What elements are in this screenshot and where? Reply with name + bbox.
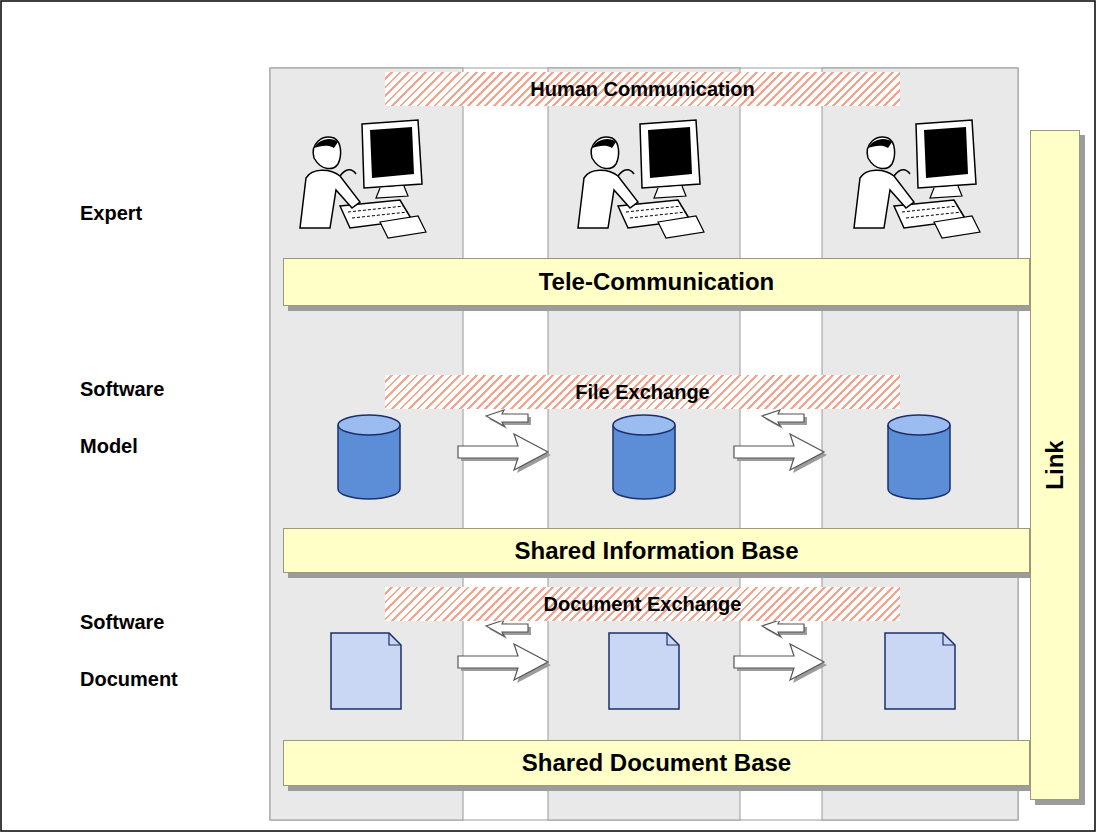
node-text: Tele-Communication (539, 268, 775, 296)
exchange-band: Document Exchange (385, 587, 900, 621)
row-label: Software Document (80, 594, 210, 708)
node-text: Link (1041, 440, 1069, 489)
shared-bar: Shared Document Base (283, 740, 1030, 786)
node-text: Document Exchange (544, 593, 742, 616)
shared-bar: Shared Information Base (283, 528, 1030, 573)
row-label: Expert (80, 185, 210, 242)
row-label: Software Model (80, 361, 210, 475)
node-text: Human Communication (530, 78, 754, 101)
exchange-band: Human Communication (385, 72, 900, 106)
exchange-band: File Exchange (385, 375, 900, 409)
node-text: File Exchange (575, 381, 710, 404)
link-bar: Link (1030, 130, 1080, 800)
node-text: Shared Information Base (514, 537, 798, 565)
node-text: Shared Document Base (522, 749, 791, 777)
shared-bar: Tele-Communication (283, 258, 1030, 306)
